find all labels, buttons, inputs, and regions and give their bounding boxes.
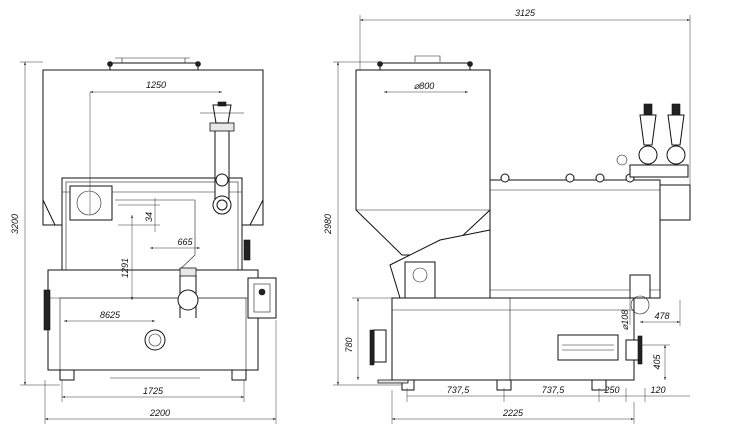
front-dim-1291: 1291	[120, 215, 133, 300]
front-dim-height: 3200	[10, 61, 60, 386]
dim-2200-label: 2200	[149, 408, 170, 418]
side-ash-door	[557, 334, 619, 361]
dim-1250-label: 1250	[146, 80, 166, 90]
dim-2225-label: 2225	[502, 408, 524, 418]
dim-478-label: 478	[654, 311, 669, 321]
dim-737b-label: 737,5	[542, 385, 566, 395]
dim-665-label: 665	[177, 237, 193, 247]
dim-34-label: 34	[144, 212, 154, 222]
side-length-label: 3125	[515, 8, 536, 18]
dim-737a-label: 737,5	[447, 385, 471, 395]
dim-780-label: 780	[344, 337, 354, 352]
side-dim-chain: 737,5 737,5 250 120	[406, 385, 690, 402]
dim-8625-label: 8625	[100, 310, 121, 320]
front-height-label: 3200	[10, 214, 20, 234]
front-vertical-pipe	[214, 129, 230, 201]
front-dim-665: 665	[150, 237, 200, 249]
side-dim-800: ⌀800	[384, 81, 468, 93]
front-safety-valve	[212, 104, 232, 124]
dim-250-label: 250	[603, 385, 619, 395]
side-height-label: 2980	[323, 214, 333, 235]
side-dim-405: 405	[640, 344, 670, 380]
side-dim-780: 780	[344, 297, 392, 380]
front-inspection-flange	[144, 329, 166, 351]
front-base-frame	[47, 269, 259, 371]
side-dim-2980: 2980	[323, 61, 402, 386]
dim-405-label: 405	[652, 354, 662, 370]
dim-1291-label: 1291	[120, 258, 130, 278]
side-safety-valves	[616, 103, 689, 178]
front-dim-2200: 2200	[44, 320, 277, 424]
dim-108-label: ⌀108	[620, 310, 630, 330]
front-view: 3200 1250 34 665 1291 8625	[10, 57, 277, 424]
side-dim-108: ⌀108	[620, 290, 631, 330]
hopper-diameter-label: ⌀800	[414, 81, 434, 91]
side-hopper-lid	[379, 62, 471, 71]
front-hopper-lid	[109, 62, 199, 71]
front-dim-8625: 8625	[64, 310, 155, 322]
dim-120-label: 120	[650, 385, 665, 395]
front-dim-34: 34	[118, 198, 160, 232]
side-flue-box	[659, 184, 691, 221]
side-dim-478: 478	[640, 300, 681, 326]
front-motor	[247, 277, 277, 319]
side-dim-3125: 3125	[359, 8, 691, 185]
front-dim-1250: 1250	[89, 80, 222, 215]
side-hopper	[355, 69, 491, 256]
side-view: 3125 2980 ⌀800 780 ⌀108 478	[323, 8, 691, 424]
side-dim-2225: 2225	[391, 390, 635, 424]
front-dim-1725: 1725	[61, 380, 245, 402]
dim-1725-label: 1725	[143, 386, 164, 396]
